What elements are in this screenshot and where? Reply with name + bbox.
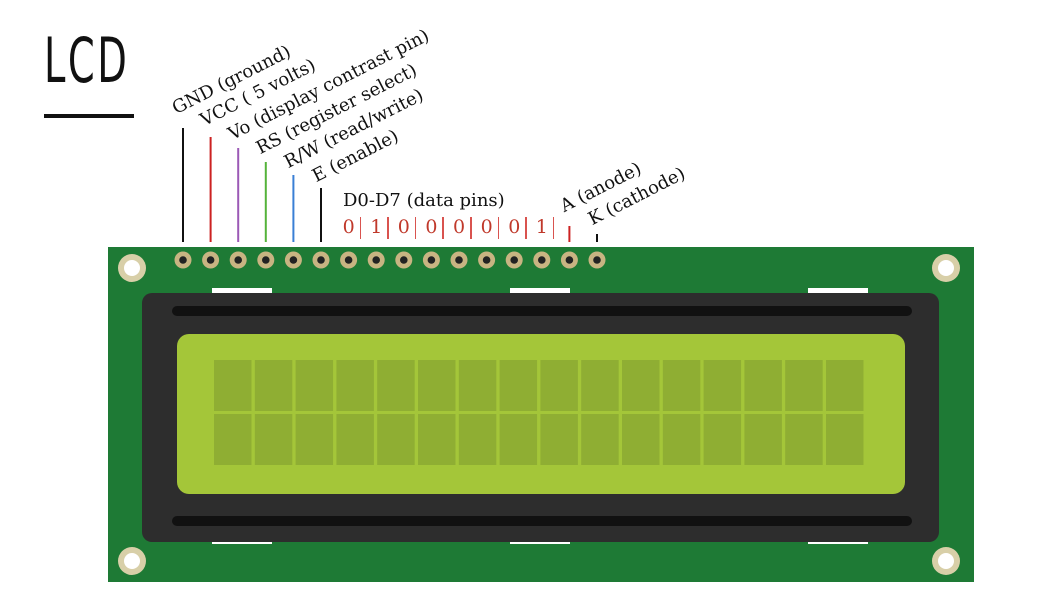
data-bit-d4: 0 (453, 216, 466, 238)
character-cell (458, 414, 497, 465)
bezel-slot-top (172, 306, 912, 316)
data-bit-d7: 1 (535, 216, 548, 238)
bezel-slot-bottom (172, 516, 912, 526)
pin-hole (427, 256, 436, 264)
data-bit-separator (525, 217, 527, 239)
character-cell (826, 360, 864, 411)
character-cell (622, 360, 660, 411)
character-cell (458, 360, 497, 411)
data-bit-d0: 0 (342, 216, 355, 238)
data-bit-d2: 0 (397, 216, 410, 238)
mounting-hole-center (938, 553, 954, 569)
character-cell (336, 360, 374, 411)
data-bit-separator (414, 217, 417, 239)
character-cell (622, 414, 660, 465)
pin-hole (317, 256, 325, 264)
pin-hole (179, 256, 187, 264)
pin-hole (344, 256, 353, 264)
pin-hole (206, 256, 215, 264)
character-cell (662, 414, 701, 465)
character-cell (295, 414, 334, 465)
character-cell (540, 360, 578, 411)
character-cell (418, 360, 456, 411)
data-bit-d1: 1 (370, 216, 383, 238)
pin-hole (593, 256, 601, 264)
character-cell (826, 414, 864, 465)
pin-hole (538, 256, 546, 264)
character-cell (214, 414, 252, 465)
mounting-hole-center (124, 260, 140, 276)
data-bit-separator (470, 217, 472, 239)
character-cell (336, 414, 374, 465)
data-bit-separator (552, 217, 555, 239)
data-pins-label: D0-D7 (data pins) (343, 190, 505, 211)
character-cell (295, 360, 334, 411)
data-bit-separator (442, 217, 444, 239)
character-cell (418, 414, 456, 465)
data-bit-separator (387, 217, 389, 239)
character-cell (499, 360, 538, 411)
character-cell (377, 360, 415, 411)
mounting-hole-center (938, 260, 954, 276)
character-cell (662, 360, 701, 411)
character-cell (703, 414, 742, 465)
title-underline (44, 114, 134, 118)
character-cell (540, 414, 578, 465)
pin-hole (455, 256, 463, 264)
character-cell (785, 360, 823, 411)
frame-tab (808, 288, 868, 294)
character-cell (254, 414, 293, 465)
character-cell (214, 360, 252, 411)
pin-hole (510, 256, 518, 264)
character-cell (581, 414, 619, 465)
pin-hole (565, 256, 574, 264)
character-cell (581, 360, 619, 411)
character-cell (703, 360, 742, 411)
character-cell (377, 414, 415, 465)
pin-hole (372, 256, 381, 264)
character-cell (744, 360, 782, 411)
diagram-title: LCD (44, 24, 130, 97)
mounting-hole-center (124, 553, 140, 569)
character-cell (785, 414, 823, 465)
frame-tab (212, 288, 272, 294)
data-bit-d5: 0 (480, 216, 493, 238)
pin-hole (482, 256, 491, 264)
data-bit-separator (359, 217, 362, 239)
pin-hole (400, 256, 408, 264)
data-bit-d6: 0 (508, 216, 521, 238)
frame-tab (510, 288, 570, 294)
data-bit-d3: 0 (425, 216, 438, 238)
character-cell (254, 360, 293, 411)
pin-hole (289, 256, 298, 264)
character-cell (744, 414, 782, 465)
pin-hole (262, 256, 270, 264)
data-bit-separator (497, 217, 500, 239)
character-cell (499, 414, 538, 465)
pin-hole (234, 256, 242, 264)
